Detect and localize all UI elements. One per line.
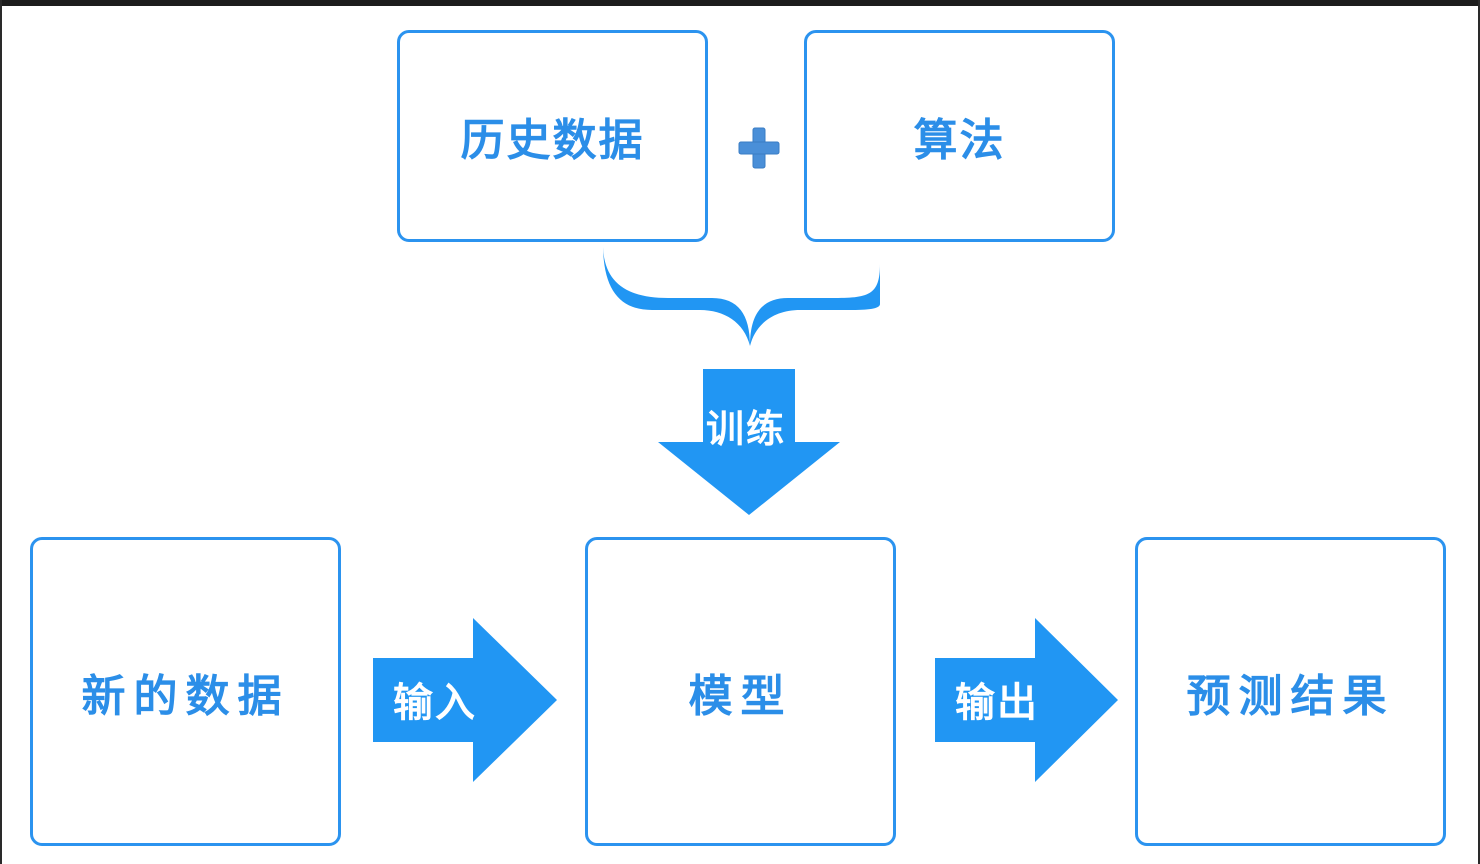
- prediction-result-label: 预测结果: [1186, 670, 1395, 722]
- prediction-result-box: 预测结果: [1135, 537, 1446, 846]
- output-arrow-label: 输出: [955, 680, 1039, 726]
- window-right-border: [1478, 0, 1480, 864]
- model-box: 模型: [585, 537, 896, 846]
- history-data-box: 历史数据: [397, 30, 708, 242]
- algorithm-box: 算法: [804, 30, 1115, 242]
- train-arrow: [658, 369, 840, 515]
- window-left-border: [0, 0, 2, 864]
- train-arrow-label: 训练: [706, 407, 787, 451]
- new-data-box: 新的数据: [30, 537, 341, 846]
- plus-icon: [738, 127, 780, 169]
- curly-brace-icon: [603, 244, 880, 346]
- new-data-label: 新的数据: [81, 670, 290, 722]
- input-arrow: [373, 618, 557, 782]
- algorithm-label: 算法: [913, 115, 1006, 166]
- input-arrow-label: 输入: [393, 680, 477, 726]
- window-top-border: [0, 0, 1480, 6]
- history-data-label: 历史数据: [460, 115, 645, 166]
- output-arrow: [935, 618, 1118, 782]
- model-label: 模型: [688, 670, 793, 722]
